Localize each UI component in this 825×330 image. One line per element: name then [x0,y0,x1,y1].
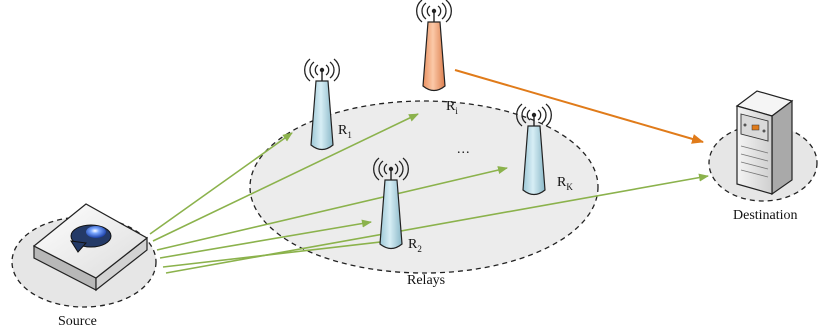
relay-r2-label: R2 [408,237,422,254]
relay-rk [515,103,553,196]
arrow-source-to-ri [152,113,419,242]
relays-label: Relays [407,273,445,288]
relay-ellipsis: ... [457,142,471,157]
source-label: Source [58,314,97,329]
relay-ri [415,0,453,92]
destination-label: Destination [733,208,798,223]
relay-rk-label: RK [557,175,573,192]
antenna-tower-icon [379,179,403,250]
wireless-signal-icon [415,0,453,23]
antenna-tower-icon [522,125,546,196]
arrow-source-to-destination [165,173,709,274]
arrow-source-to-rk [156,166,508,251]
relay-r1 [303,58,341,151]
antenna-tower-icon [422,21,446,92]
broadcast-arrows [149,113,709,274]
arrow-source-to-r2-b [162,237,399,268]
router-icon [32,203,149,292]
arrow-ri-to-destination [454,69,704,144]
arrow-source-to-r2 [159,219,372,259]
server-icon [735,90,794,196]
relay-r1-label: R1 [338,123,352,140]
relay-r2 [372,157,410,250]
wireless-signal-icon [303,58,341,82]
relay-ri-label: Ri [446,99,458,116]
arrow-source-to-r1 [149,132,293,235]
antenna-tower-icon [310,80,334,151]
